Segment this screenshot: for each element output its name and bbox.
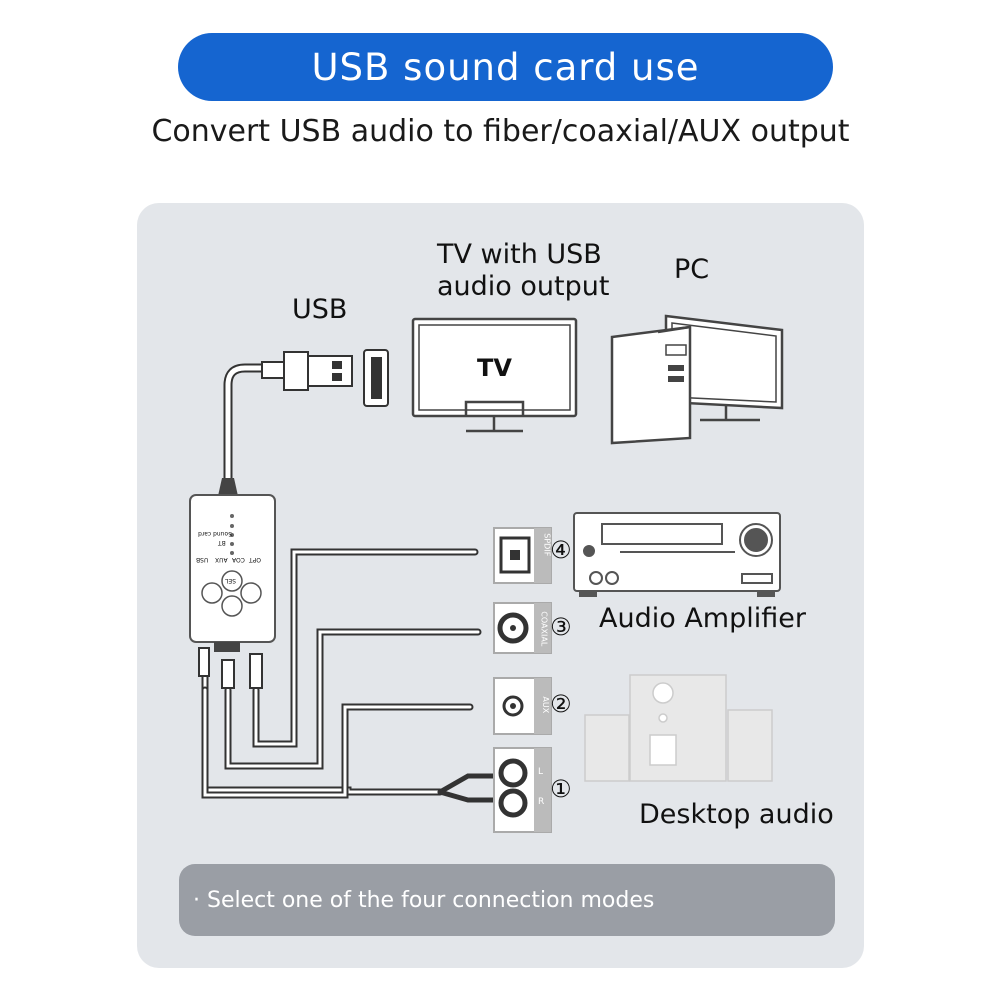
sound-card-device [189,478,276,652]
tv-icon [411,317,578,433]
tv-screen-label: TV [477,354,512,382]
port-4-name: SPDIF [542,533,552,557]
port-2-number: ② [550,690,572,718]
usb-plug-icon [223,351,353,495]
port-rca-lr [493,747,552,833]
device-sel-button: SEL [225,577,236,585]
amplifier-icon [573,512,781,597]
port-spdif [493,527,552,584]
usb-label: USB [292,294,348,325]
pc-icon [610,314,784,445]
device-tag-bt: BT [218,539,226,547]
port-4-number: ④ [550,536,572,564]
device-mode-coa: COA [232,556,245,564]
device-mode-opt: OPT [249,556,262,564]
port-coaxial [493,602,552,654]
usb-port-icon [363,349,389,407]
port-1-left: L [538,767,544,777]
port-1-right: R [538,797,545,807]
port-aux [493,677,552,735]
speakers-icon [584,674,773,782]
page-title: USB sound card use [311,45,700,89]
port-3-name: COAXIAL [539,611,549,647]
desktop-audio-label: Desktop audio [639,799,834,830]
pc-label: PC [674,254,710,285]
port-2-name: AUX [541,696,551,714]
device-mode-aux: AUX [215,556,228,564]
tv-with-usb-label: TV with USB audio output [437,239,610,303]
subtitle: Convert USB audio to fiber/coaxial/AUX o… [151,114,850,149]
port-1-number: ① [550,775,572,803]
port-3-number: ③ [550,613,572,641]
footer-note: · Select one of the four connection mode… [179,864,835,936]
amplifier-label: Audio Amplifier [599,603,806,634]
device-mode-usb: USB [196,556,209,564]
device-tag-sound-card: Sound card [198,530,232,538]
title-banner: USB sound card use [178,33,833,101]
